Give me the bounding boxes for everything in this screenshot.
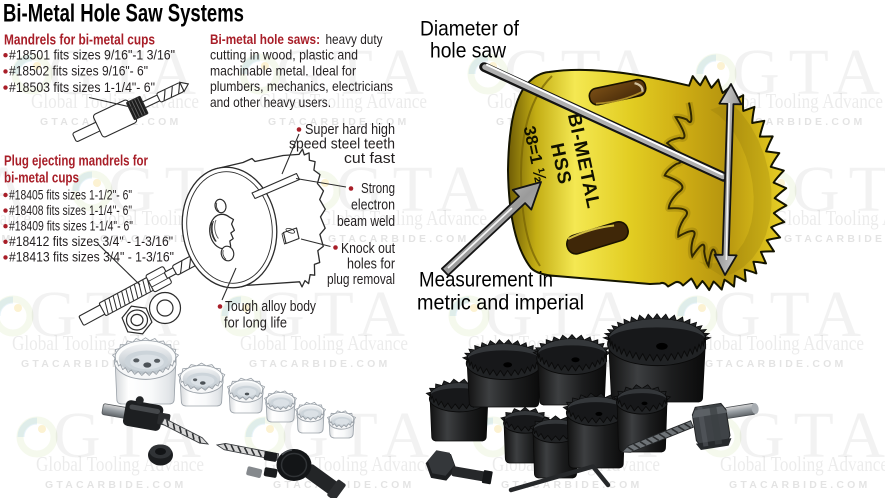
svg-text:GTACARBIDE.COM: GTACARBIDE.COM [729,479,870,491]
svg-text:Bi-metal hole saws:: Bi-metal hole saws: [210,31,320,47]
svg-text:GTACARBIDE.COM: GTACARBIDE.COM [45,479,186,491]
svg-text:beam weld: beam weld [337,214,395,230]
svg-text:Mandrels for bi-metal cups: Mandrels for bi-metal cups [4,32,155,49]
svg-text:Global Tooling Advance: Global Tooling Advance [36,452,204,476]
svg-text:Global Tooling Advance: Global Tooling Advance [319,206,487,230]
svg-text:hole saw: hole saw [430,40,507,63]
svg-text:holes for: holes for [347,257,395,273]
svg-text:GTA: GTA [732,36,880,109]
svg-text:plug removal: plug removal [327,272,395,288]
svg-text:GTACARBIDE.COM: GTACARBIDE.COM [0,233,13,245]
svg-text:Plug ejecting mandrels for: Plug ejecting mandrels for [4,153,148,170]
svg-text:#18503 fits sizes 1-1/4"- 6": #18503 fits sizes 1-1/4"- 6" [9,80,155,95]
svg-text:plumbers, mechanics, electrici: plumbers, mechanics, electricians [210,78,393,94]
svg-text:GTA: GTA [737,399,885,472]
svg-text:GTA: GTA [0,153,28,226]
svg-text:Tough alloy body: Tough alloy body [225,299,317,315]
svg-text:#18502 fits sizes 9/16"- 6": #18502 fits sizes 9/16"- 6" [9,64,148,79]
svg-text:#18413 fits sizes 3/4" - 1-3/1: #18413 fits sizes 3/4" - 1-3/16" [9,250,174,265]
svg-text:cut fast: cut fast [344,151,395,167]
svg-text:GTA: GTA [336,153,484,226]
svg-text:GTA: GTA [792,153,885,226]
svg-text:Bi-Metal Hole Saw Systems: Bi-Metal Hole Saw Systems [3,0,244,28]
svg-text:#18412 fits sizes 3/4" - 1-3/1: #18412 fits sizes 3/4" - 1-3/16" [9,234,173,249]
svg-text:GTACARBIDE.COM: GTACARBIDE.COM [705,358,846,370]
svg-text:bi-metal cups: bi-metal cups [4,170,79,187]
svg-text:speed steel teeth: speed steel teeth [289,137,395,153]
svg-text:GTACARBIDE.COM: GTACARBIDE.COM [268,116,409,128]
svg-text:Super hard high: Super hard high [305,122,395,138]
svg-text:heavy duty: heavy duty [326,31,383,47]
svg-text:Diameter of: Diameter of [420,18,519,41]
svg-text:Global Tooling Advance: Global Tooling Advance [696,331,864,355]
svg-text:#18408 fits sizes 1-1/4"- 6": #18408 fits sizes 1-1/4"- 6" [9,203,132,218]
svg-text:GTA: GTA [713,278,861,351]
svg-text:Global Tooling Advance: Global Tooling Advance [720,452,885,476]
svg-text:electron: electron [351,198,395,214]
svg-text:#18405 fits sizes 1-1/2"- 6": #18405 fits sizes 1-1/2"- 6" [9,187,132,202]
svg-text:cutting in wood, plastic and: cutting in wood, plastic and [210,47,358,63]
svg-text:Strong: Strong [361,181,395,197]
svg-text:Knock out: Knock out [341,241,395,257]
svg-text:GTA: GTA [276,36,424,109]
svg-text:for long life: for long life [224,316,287,332]
svg-text:Global Tooling Advance: Global Tooling Advance [259,89,427,113]
svg-text:#18501 fits sizes 9/16"-1 3/16: #18501 fits sizes 9/16"-1 3/16" [9,48,175,63]
svg-text:Measurement in: Measurement in [419,269,553,292]
svg-text:GTACARBIDE.COM: GTACARBIDE.COM [328,233,469,245]
svg-text:GTACARBIDE.COM: GTACARBIDE.COM [784,233,885,245]
svg-text:GTACARBIDE.COM: GTACARBIDE.COM [249,358,390,370]
svg-text:GTA: GTA [257,278,405,351]
svg-text:and other heavy users.: and other heavy users. [210,94,331,110]
svg-text:machinable metal. Ideal for: machinable metal. Ideal for [210,63,356,79]
svg-text:Global Tooling Advance: Global Tooling Advance [775,206,885,230]
svg-text:#18409 fits sizes 1-1/4"- 6": #18409 fits sizes 1-1/4"- 6" [9,219,133,234]
svg-text:metric and imperial: metric and imperial [417,292,584,315]
svg-text:Global Tooling Advance: Global Tooling Advance [240,331,408,355]
